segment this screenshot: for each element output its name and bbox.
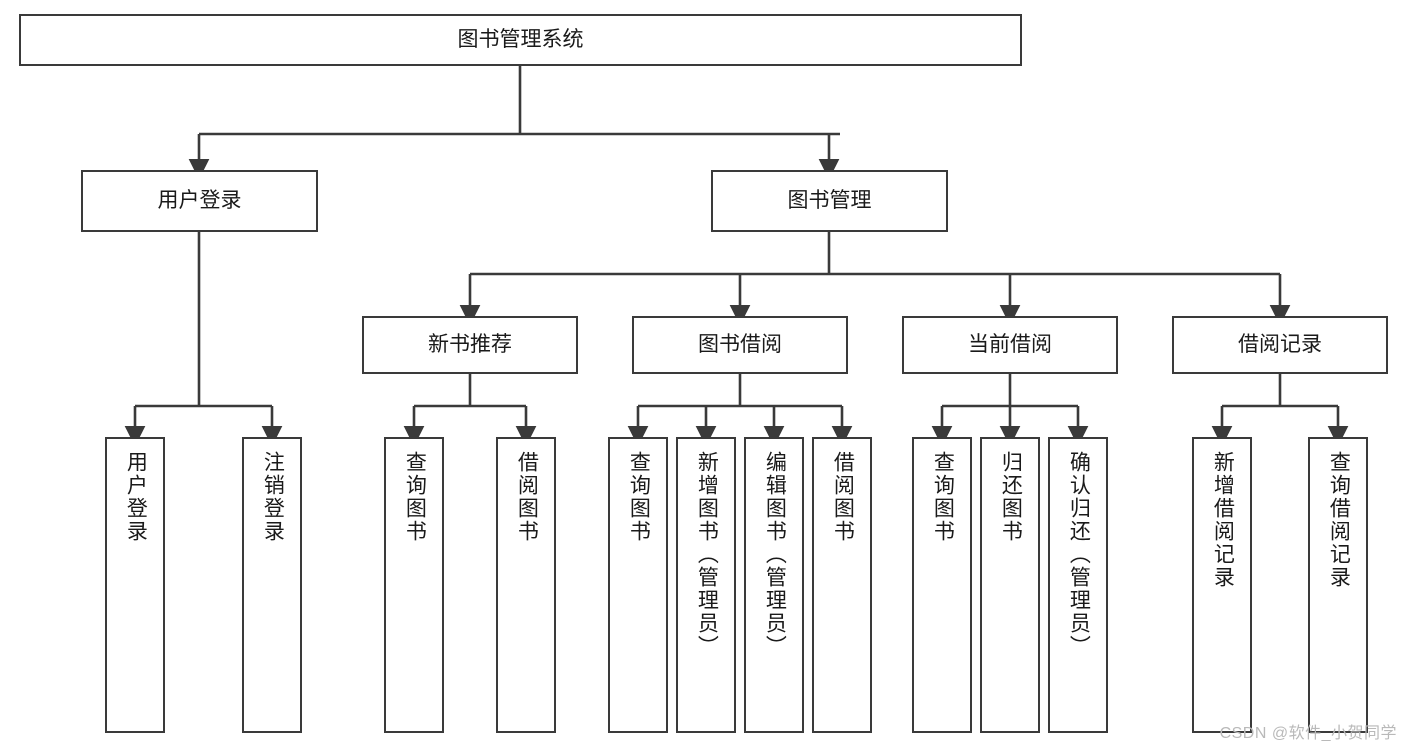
leaf-add-borrow-record[interactable]: 新增借阅记录 <box>1192 437 1252 733</box>
leaf-query-book-rec[interactable]: 查询图书 <box>384 437 444 733</box>
node-borrow-record[interactable]: 借阅记录 <box>1172 316 1388 374</box>
leaf-confirm-return-admin-label: 确认归还（管理员） <box>1067 451 1091 658</box>
leaf-confirm-return-admin[interactable]: 确认归还（管理员） <box>1048 437 1108 733</box>
leaf-user-login-label: 用户登录 <box>124 451 148 543</box>
leaf-query-borrow-record[interactable]: 查询借阅记录 <box>1308 437 1368 733</box>
node-book-borrow-label: 图书借阅 <box>698 333 782 357</box>
leaf-query-book-borrow-label: 查询图书 <box>627 451 651 543</box>
node-current-borrow[interactable]: 当前借阅 <box>902 316 1118 374</box>
leaf-edit-book-admin-label: 编辑图书（管理员） <box>763 451 787 658</box>
leaf-logout-label: 注销登录 <box>261 451 285 543</box>
node-current-borrow-label: 当前借阅 <box>968 333 1052 357</box>
node-book-management[interactable]: 图书管理 <box>711 170 948 232</box>
leaf-add-borrow-record-label: 新增借阅记录 <box>1211 451 1235 589</box>
csdn-watermark: CSDN @软件_小贺同学 <box>1219 725 1397 742</box>
node-book-borrow[interactable]: 图书借阅 <box>632 316 848 374</box>
leaf-query-borrow-record-label: 查询借阅记录 <box>1327 451 1351 589</box>
node-new-book-recommend[interactable]: 新书推荐 <box>362 316 578 374</box>
leaf-query-book-current-label: 查询图书 <box>931 451 955 543</box>
leaf-query-book-current[interactable]: 查询图书 <box>912 437 972 733</box>
node-user-login[interactable]: 用户登录 <box>81 170 318 232</box>
leaf-add-book-admin[interactable]: 新增图书（管理员） <box>676 437 736 733</box>
leaf-query-book-rec-label: 查询图书 <box>403 451 427 543</box>
leaf-borrow-book-label: 借阅图书 <box>831 451 855 543</box>
leaf-return-book[interactable]: 归还图书 <box>980 437 1040 733</box>
leaf-borrow-book-rec-label: 借阅图书 <box>515 451 539 543</box>
node-book-management-label: 图书管理 <box>787 189 872 213</box>
leaf-return-book-label: 归还图书 <box>999 451 1023 543</box>
leaf-query-book-borrow[interactable]: 查询图书 <box>608 437 668 733</box>
node-root[interactable]: 图书管理系统 <box>19 14 1022 66</box>
leaf-borrow-book-rec[interactable]: 借阅图书 <box>496 437 556 733</box>
node-root-label: 图书管理系统 <box>457 28 584 52</box>
leaf-logout[interactable]: 注销登录 <box>242 437 302 733</box>
leaf-borrow-book[interactable]: 借阅图书 <box>812 437 872 733</box>
node-new-book-recommend-label: 新书推荐 <box>428 333 512 357</box>
node-user-login-label: 用户登录 <box>157 189 242 213</box>
leaf-edit-book-admin[interactable]: 编辑图书（管理员） <box>744 437 804 733</box>
node-borrow-record-label: 借阅记录 <box>1238 333 1322 357</box>
leaf-user-login[interactable]: 用户登录 <box>105 437 165 733</box>
leaf-add-book-admin-label: 新增图书（管理员） <box>695 451 719 658</box>
